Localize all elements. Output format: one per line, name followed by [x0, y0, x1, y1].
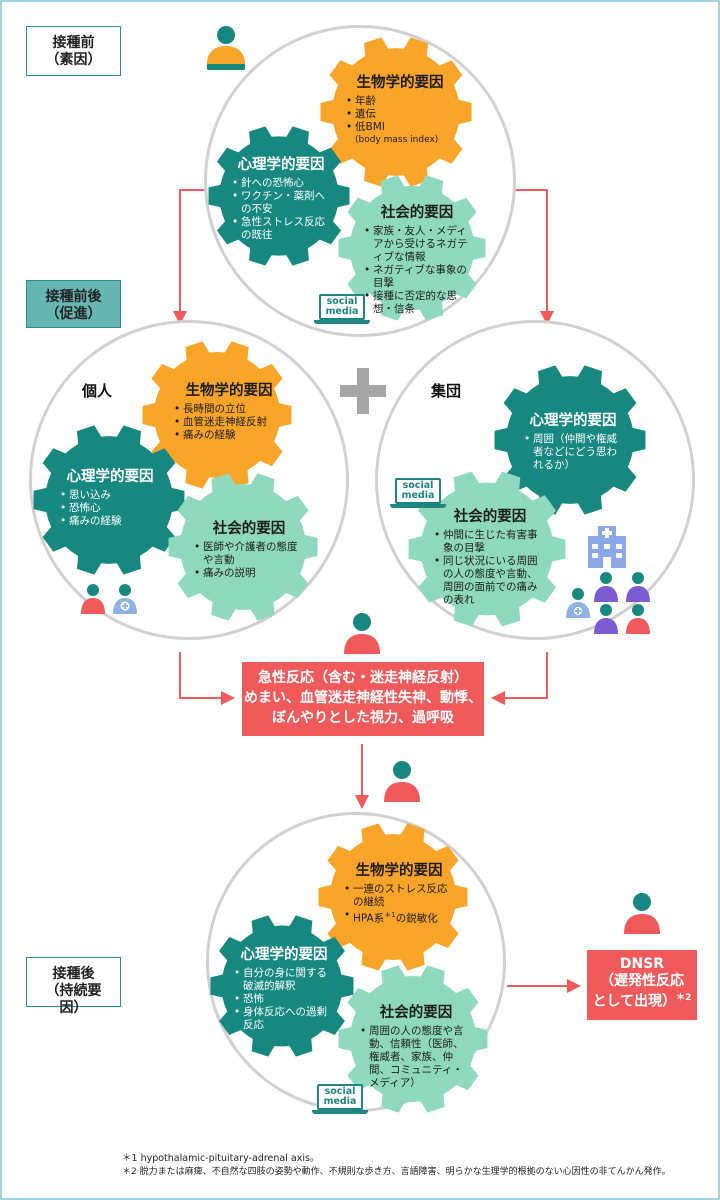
- footnote-2: ＊2 脱力または麻痺、不自然な四肢の姿勢や動作、不規則な歩き方、言語障害、明らか…: [122, 1167, 671, 1177]
- person-icon: [624, 893, 660, 934]
- ind-soc-item: 痛みの説明: [194, 567, 304, 580]
- grp-psy-text: 心理学的要因 周囲（仲間や権威者などにどう思われるか）: [524, 412, 622, 472]
- ind-bio-item: 血管迷走神経反射: [174, 416, 284, 429]
- top-bio-text: 生物学的要因 年齢 遺伝 低BMI(body mass index): [346, 74, 454, 147]
- ind-bio-item: 痛みの経験: [174, 429, 284, 442]
- acute-reaction-box: 急性反応（含む・迷走神経反射）めまい、血管迷走神経性失神、動悸、ぼんやりとした視…: [242, 662, 484, 736]
- bot-psy-title: 心理学的要因: [240, 947, 328, 963]
- nurse-icon: [113, 584, 137, 614]
- phase-around-label: 接種前後（促進）: [26, 280, 121, 328]
- grp-soc-item: 同じ状況にいる周囲の人の態度や言動、周囲の面前での痛みの表れ: [434, 555, 546, 607]
- ind-bio-text: 生物学的要因 長時間の立位 血管迷走神経反射 痛みの経験: [174, 382, 284, 442]
- ind-bio-item: 長時間の立位: [174, 403, 284, 416]
- footnote-1: ＊1 hypothalamic-pituitary-adrenal axis。: [122, 1153, 320, 1164]
- top-psy-item: 針への恐怖心: [232, 177, 330, 190]
- phase-after-label: 接種後（持続要因）: [26, 957, 121, 1016]
- arrow-top-to-group: [504, 189, 554, 325]
- person-icon: [384, 761, 420, 802]
- top-psy-text: 心理学的要因 針への恐怖心 ワクチン・薬剤への不安 急性ストレス反応の既往: [232, 156, 330, 242]
- bot-soc-title: 社会的要因: [379, 1005, 453, 1021]
- bot-psy-text: 心理学的要因 自分の身に関する破滅的解釈 恐怖 身体反応への過剰反応: [234, 946, 334, 1032]
- top-bio-item: 低BMI(body mass index): [346, 121, 454, 147]
- ind-psy-item: 思い込み: [60, 489, 160, 502]
- bot-psy-item: 恐怖: [234, 993, 334, 1006]
- ind-soc-text: 社会的要因 医師や介護者の態度や言動 痛みの説明: [194, 520, 304, 580]
- ind-bio-title: 生物学的要因: [185, 383, 273, 399]
- top-soc-item: 接種に否定的な思想・信条: [364, 290, 470, 316]
- top-psy-item: ワクチン・薬剤への不安: [232, 190, 330, 216]
- bmi-note: (body mass index): [355, 135, 439, 145]
- plus-icon: [340, 368, 386, 414]
- ind-soc-title: 社会的要因: [212, 521, 286, 537]
- top-bio-item: 遺伝: [346, 108, 454, 121]
- ind-psy-item: 痛みの経験: [60, 515, 160, 528]
- people-group-icon: [566, 572, 650, 634]
- top-soc-title: 社会的要因: [380, 205, 454, 221]
- ind-psy-text: 心理学的要因 思い込み 恐怖心 痛みの経験: [60, 468, 160, 528]
- top-psy-title: 心理学的要因: [237, 157, 325, 173]
- ind-psy-item: 恐怖心: [60, 502, 160, 515]
- grp-soc-text: 社会的要因 仲間に生じた有害事象の目撃 同じ状況にいる周囲の人の態度や言動、周囲…: [434, 508, 546, 607]
- bot-bio-item: 一連のストレス反応の継続: [344, 883, 454, 909]
- grp-soc-title: 社会的要因: [453, 509, 527, 525]
- bot-soc-item: 周囲の人の態度や言動、信頼性（医師、権威者、家族、仲間、コミュニティ・メディア）: [360, 1025, 472, 1090]
- top-bio-item: 年齢: [346, 95, 454, 108]
- bot-soc-text: 社会的要因 周囲の人の態度や言動、信頼性（医師、権威者、家族、仲間、コミュニティ…: [360, 1004, 472, 1090]
- bot-bio-text: 生物学的要因 一連のストレス反応の継続 HPA系＊1の鋭敏化: [344, 862, 454, 926]
- top-soc-item: 家族・友人・メディアから受けるネガティブな情報: [364, 225, 470, 264]
- ind-psy-title: 心理学的要因: [66, 469, 154, 485]
- ind-soc-item: 医師や介護者の態度や言動: [194, 541, 304, 567]
- hospital-icon: [588, 526, 626, 568]
- dnsr-footnote-mark: ＊2: [676, 993, 692, 1003]
- top-soc-item: ネガティブな事象の目撃: [364, 264, 470, 290]
- bot-bio-title: 生物学的要因: [355, 863, 443, 879]
- top-soc-text: 社会的要因 家族・友人・メディアから受けるネガティブな情報 ネガティブな事象の目…: [364, 204, 470, 316]
- person-icon: [81, 584, 105, 614]
- top-bio-title: 生物学的要因: [356, 75, 444, 91]
- grp-psy-title: 心理学的要因: [529, 413, 617, 429]
- phase-before-label: 接種前（素因）: [26, 26, 121, 76]
- individual-label: 個人: [82, 382, 113, 400]
- bot-psy-item: 身体反応への過剰反応: [234, 1006, 334, 1032]
- bot-bio-item: HPA系＊1の鋭敏化: [344, 909, 454, 926]
- dnsr-box: DNSR（遅発性反応として出現）＊2: [587, 950, 697, 1020]
- bot-psy-item: 自分の身に関する破滅的解釈: [234, 967, 334, 993]
- line-group-to-acute: [491, 652, 548, 705]
- grp-soc-item: 仲間に生じた有害事象の目撃: [434, 529, 546, 555]
- top-psy-item: 急性ストレス反応の既往: [232, 216, 330, 242]
- line-individual-to-acute: [179, 652, 235, 705]
- person-icon: [344, 613, 380, 654]
- hpa-footnote-mark: ＊1: [384, 911, 396, 919]
- group-label: 集団: [431, 382, 462, 400]
- grp-psy-item: 周囲（仲間や権威者などにどう思われるか）: [524, 433, 622, 472]
- patient-person-icon: [207, 26, 245, 70]
